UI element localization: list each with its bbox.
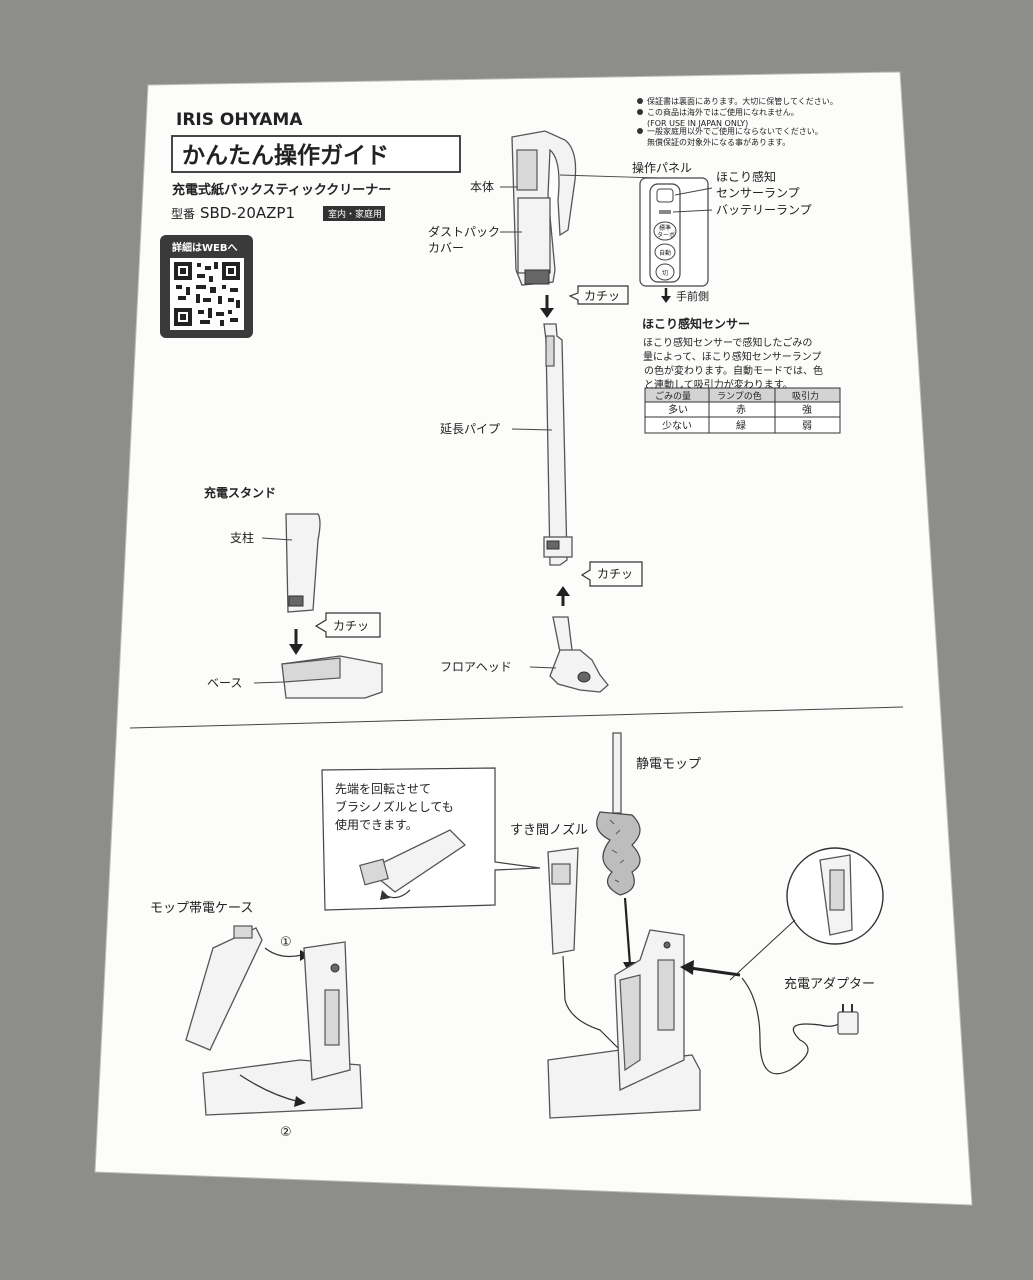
notice-4: 一般家庭用以外でご使用にならないでください。 bbox=[647, 126, 823, 136]
magnifier-detail bbox=[729, 847, 884, 981]
turbo-button-label-2: ターボ bbox=[657, 231, 675, 239]
label-dust-lamp-1: ほこり感知 bbox=[716, 169, 776, 184]
model-label: 型番 bbox=[171, 207, 195, 221]
charging-stand-pillar-illustration bbox=[285, 513, 321, 613]
table-cell-r2c3: 弱 bbox=[802, 420, 812, 432]
table-cell-r1c1: 多い bbox=[668, 403, 688, 416]
arrow-down-icon bbox=[540, 295, 554, 318]
notice-1: 保証書は裏面にあります。大切に保管してください。 bbox=[647, 96, 838, 106]
crevice-nozzle-illustration bbox=[547, 847, 579, 955]
vacuum-body-illustration bbox=[511, 130, 577, 286]
ac-plug-icon bbox=[837, 1004, 859, 1035]
sensor-desc-3: の色が変わります。自動モードでは、色 bbox=[644, 364, 823, 377]
sensor-table: ごみの量 ランプの色 吸引力 多い 赤 強 少ない 緑 弱 bbox=[644, 387, 841, 434]
charging-stand-base-illustration bbox=[281, 655, 383, 699]
model-number: SBD-20AZP1 bbox=[200, 204, 295, 222]
brand-logo: IRIS OHYAMA bbox=[176, 110, 303, 130]
table-cell-r2c2: 緑 bbox=[736, 419, 746, 432]
label-dust-lamp-2: センサーランプ bbox=[716, 186, 800, 200]
front-side-arrow-icon bbox=[661, 288, 671, 303]
static-mop-illustration bbox=[596, 732, 641, 896]
step-1: ① bbox=[280, 935, 292, 950]
auto-button[interactable] bbox=[654, 243, 676, 261]
table-header-suction: 吸引力 bbox=[792, 390, 819, 402]
label-floor-head: フロアヘッド bbox=[440, 660, 512, 674]
label-mop-case: モップ帯電ケース bbox=[150, 901, 253, 916]
label-body: 本体 bbox=[470, 180, 494, 194]
arrow-down-icon-2 bbox=[289, 629, 303, 655]
control-panel: 標準 ターボ 自動 切 bbox=[639, 177, 709, 287]
sensor-title: ほこり感知センサー bbox=[642, 316, 750, 331]
turbo-button-label-1: 標準 bbox=[659, 224, 671, 232]
label-dust-cover-2: カバー bbox=[428, 241, 464, 255]
sensor-desc-1: ほこり感知センサーで感知したごみの bbox=[643, 336, 812, 349]
table-cell-r1c2: 赤 bbox=[736, 404, 746, 416]
qr-code-pattern bbox=[174, 262, 240, 326]
table-header-amount: ごみの量 bbox=[655, 390, 691, 402]
notice-2: この商品は海外ではご使用になれません。 bbox=[647, 107, 799, 117]
charging-station-illustration bbox=[547, 929, 701, 1119]
usage-badge-box bbox=[323, 206, 385, 221]
qr-caption: 詳細はWEBへ bbox=[172, 241, 237, 254]
notice-5: 無償保証の対象外になる事があります。 bbox=[647, 137, 790, 147]
table-cell-r2c1: 少ない bbox=[662, 420, 692, 432]
label-battery-lamp: バッテリーランプ bbox=[716, 203, 812, 217]
arrow-up-icon bbox=[556, 586, 570, 606]
paper-background bbox=[94, 71, 973, 1206]
mop-case-illustration bbox=[185, 925, 263, 1051]
section-divider bbox=[129, 706, 904, 729]
click-label-2: カチッ bbox=[597, 567, 633, 581]
label-pillar: 支柱 bbox=[230, 530, 254, 545]
label-dust-cover-1: ダストパック bbox=[428, 224, 500, 239]
stand-with-case-illustration bbox=[202, 941, 363, 1116]
click-label-1: カチッ bbox=[584, 289, 620, 303]
brush-note-1: 先端を回転させて bbox=[335, 782, 431, 796]
guide-title-box bbox=[171, 135, 461, 173]
floor-head-illustration bbox=[549, 616, 609, 693]
label-control-panel: 操作パネル bbox=[632, 160, 692, 175]
brush-note-2: ブラシノズルとしても bbox=[335, 799, 454, 814]
dust-sensor-lamp bbox=[656, 188, 674, 203]
notice-3: (FOR USE IN JAPAN ONLY) bbox=[647, 119, 748, 128]
sensor-desc-2: 量によって、ほこり感知センサーランプ bbox=[643, 350, 821, 363]
label-crevice-nozzle: すき間ノズル bbox=[510, 822, 588, 838]
usage-badge: 室内・家庭用 bbox=[328, 208, 382, 220]
step-2: ② bbox=[280, 1125, 292, 1140]
extension-pipe-illustration bbox=[543, 323, 573, 566]
label-extension-pipe: 延長パイプ bbox=[440, 422, 500, 436]
label-base: ベース bbox=[207, 676, 242, 690]
battery-lamp bbox=[659, 210, 671, 214]
auto-button-label: 自動 bbox=[659, 249, 671, 257]
label-front-side: 手前側 bbox=[676, 289, 709, 303]
label-mop: 静電モップ bbox=[636, 757, 701, 772]
turbo-button[interactable] bbox=[653, 221, 677, 241]
notices: 保証書は裏面にあります。大切に保管してください。 この商品は海外ではご使用になれ… bbox=[637, 96, 838, 147]
off-button[interactable] bbox=[655, 263, 675, 281]
product-name: 充電式紙パックスティッククリーナー bbox=[172, 182, 391, 198]
table-header-lamp: ランプの色 bbox=[717, 390, 762, 402]
click-label-3: カチッ bbox=[333, 619, 369, 633]
qr-block[interactable]: 詳細はWEBへ bbox=[160, 235, 253, 338]
brush-nozzle-illustration bbox=[359, 829, 467, 900]
brush-note-3: 使用できます。 bbox=[335, 817, 418, 832]
label-charging-stand: 充電スタンド bbox=[204, 485, 276, 500]
off-button-label: 切 bbox=[662, 270, 668, 277]
guide-title: かんたん操作ガイド bbox=[182, 143, 389, 169]
label-adapter: 充電アダプター bbox=[784, 976, 875, 992]
table-cell-r1c3: 強 bbox=[802, 403, 812, 416]
